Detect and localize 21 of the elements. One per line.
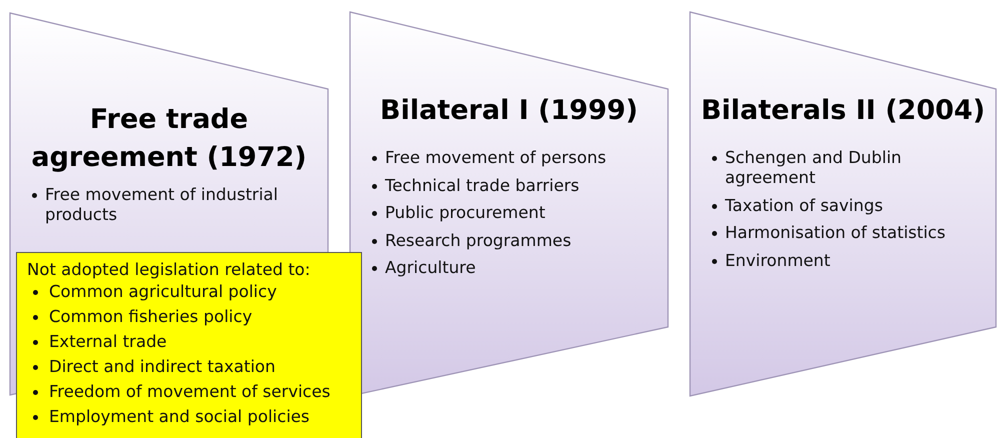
bullet-text: Free movement of industrial products [45, 185, 278, 224]
bullet-text: Employment and social policies [49, 407, 310, 426]
heading: Bilaterals II (2004) [700, 94, 986, 128]
bullet-text: Technical trade barriers [385, 176, 580, 194]
bullet-text: Agriculture [385, 258, 476, 277]
bullet-text: Free movement of persons [385, 148, 606, 167]
bullet-text: Freedom of movement of services [49, 382, 330, 401]
bullet-text: Common fisheries policy [49, 307, 252, 326]
bullet-text: Common agricultural policy [49, 282, 277, 301]
bullet-text: External trade [49, 332, 167, 351]
bullet-text: Direct and indirect taxation [49, 357, 276, 376]
bullet-text: Harmonisation of statistics [725, 223, 946, 242]
heading: Free trade agreement (1972) [30, 103, 308, 175]
bullet-text: Public procurement [385, 203, 546, 222]
bullet-text: Environment [725, 250, 830, 270]
bullet-text: Schengen and Dublin agreement [725, 148, 902, 187]
bullet-text: Taxation of savings [725, 196, 883, 214]
heading: Bilateral I (1999) [379, 94, 639, 128]
note-heading: Not adopted legislation related to: [27, 259, 312, 281]
bullet-text: Research programmes [385, 230, 572, 250]
note-box [16, 252, 362, 438]
